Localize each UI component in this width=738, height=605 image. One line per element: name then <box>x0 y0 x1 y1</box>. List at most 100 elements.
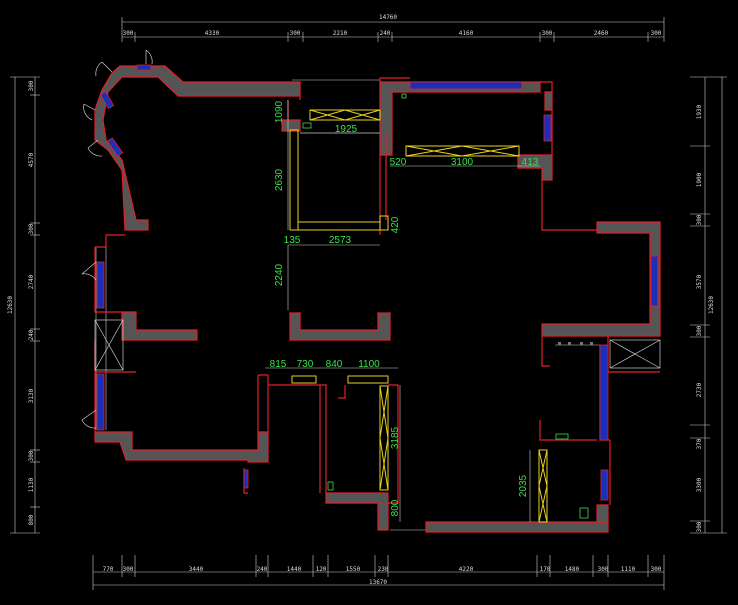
left-dim-1: 300 <box>28 80 35 91</box>
cabinet-bottom-center <box>297 221 381 231</box>
cabinet-lower-right <box>538 449 548 523</box>
wall-upper-left <box>94 65 301 231</box>
left-dim-9: 800 <box>28 514 35 525</box>
bottom-dim-3: 3440 <box>189 566 204 573</box>
dim-3100: 3100 <box>451 157 474 168</box>
wall-right-column <box>541 221 661 337</box>
cabinet-lower-mid <box>347 375 389 384</box>
shafts <box>94 319 661 371</box>
door-swing-left-mid <box>81 261 97 281</box>
top-dim-1: 300 <box>123 30 134 37</box>
bottom-dim-13: 1110 <box>621 566 636 573</box>
left-dim-6: 3130 <box>28 388 35 403</box>
right-dim-2: 1900 <box>696 172 703 187</box>
door-swing-top-small <box>145 49 153 65</box>
wall-dash-marks <box>558 342 593 345</box>
right-dim-8: 3300 <box>696 477 703 492</box>
dim-520: 520 <box>390 157 407 168</box>
right-dim-1: 1930 <box>696 104 703 119</box>
door-swing-bay-top <box>95 61 113 77</box>
right-dim-4: 3570 <box>696 274 703 289</box>
cabinets <box>289 109 548 523</box>
cabinet-lower-left <box>291 375 317 384</box>
dim-2240: 2240 <box>274 263 285 286</box>
fixture-top-center <box>302 122 312 129</box>
bottom-dim-4: 240 <box>257 566 268 573</box>
top-dim-6: 4160 <box>459 30 474 37</box>
bottom-dim-8: 230 <box>378 566 389 573</box>
wall-center-stub <box>281 119 301 132</box>
helper-lines <box>95 79 600 531</box>
left-dim-7: 300 <box>28 450 35 461</box>
door-swing-bay-low <box>87 139 103 157</box>
shaft-left <box>94 319 124 371</box>
top-dim-8: 2460 <box>594 30 609 37</box>
bottom-dim-7: 1550 <box>346 566 361 573</box>
dim-2573: 2573 <box>329 235 352 246</box>
bottom-dim-9: 4220 <box>459 566 474 573</box>
top-dim-2: 4330 <box>205 30 220 37</box>
dim-1100: 1100 <box>358 359 380 370</box>
top-dim-7: 300 <box>542 30 553 37</box>
window-left-mid <box>96 261 105 309</box>
wall-right-small-upper <box>544 91 553 111</box>
window-left-lower <box>96 373 105 431</box>
wall-lower-right <box>425 521 609 533</box>
top-dim-3: 300 <box>290 30 301 37</box>
window-top-right <box>409 81 523 90</box>
shaft-right <box>609 339 661 369</box>
room-dimensions: 1090 1925 2630 135 2573 420 2240 520 310… <box>265 100 540 522</box>
wall-left-mid <box>121 311 198 341</box>
dim-135: 135 <box>284 235 301 246</box>
dim-3185: 3185 <box>390 426 401 449</box>
top-dim-9: 300 <box>651 30 662 37</box>
left-dim-2: 4570 <box>28 152 35 167</box>
window-right-mid <box>650 255 659 307</box>
door-swings <box>81 49 153 429</box>
fixture-lower-center <box>327 481 334 491</box>
cabinet-bottom-small <box>379 215 389 231</box>
cabinet-top-center <box>309 109 381 121</box>
cabinet-lower-vertical <box>379 385 389 491</box>
left-dimension-chain: 12630 300 4570 300 2740 240 3130 300 113… <box>7 76 40 534</box>
top-dim-4: 2210 <box>333 30 348 37</box>
top-total-dim: 14760 <box>379 14 397 21</box>
dim-420: 420 <box>390 216 401 233</box>
cabinet-right-long <box>405 145 520 157</box>
red-outline <box>94 77 660 505</box>
bottom-dim-11: 1480 <box>565 566 580 573</box>
right-dim-3: 300 <box>696 214 703 225</box>
left-total-dim: 12630 <box>7 296 14 314</box>
dim-2630: 2630 <box>274 168 285 191</box>
wall-center-box <box>289 312 391 341</box>
dim-840: 840 <box>326 359 343 370</box>
door-swing-bay-mid <box>83 103 96 121</box>
window-lower-center <box>243 469 249 489</box>
window-bay-lower <box>106 137 124 157</box>
right-dim-6: 2730 <box>696 382 703 397</box>
top-dimension-chain: 14760 300 4330 300 2210 240 4160 300 246… <box>121 14 665 42</box>
right-dim-9: 300 <box>696 521 703 532</box>
window-bay-top <box>99 91 115 109</box>
left-dim-3: 300 <box>28 223 35 234</box>
right-dim-7: 370 <box>696 438 703 449</box>
fixtures <box>302 93 589 519</box>
window-right-bottom <box>600 469 609 501</box>
fixture-lower-right-2 <box>579 507 589 519</box>
walls <box>94 65 661 533</box>
bottom-dim-12: 300 <box>598 566 609 573</box>
bottom-dim-6: 120 <box>316 566 327 573</box>
left-dim-8: 1130 <box>28 477 35 492</box>
dim-1090: 1090 <box>274 100 285 123</box>
bottom-dimension-chain: 770 300 3440 240 1440 120 1550 230 4220 … <box>92 555 665 590</box>
bottom-dim-5: 1440 <box>287 566 302 573</box>
wall-upper-right <box>379 81 541 156</box>
bottom-dim-1: 770 <box>103 566 114 573</box>
window-top-left <box>136 64 152 71</box>
dim-730: 730 <box>297 359 314 370</box>
right-total-dim: 12630 <box>708 296 715 314</box>
dim-2035: 2035 <box>518 474 529 497</box>
wall-lower-left <box>94 431 269 463</box>
left-dim-5: 240 <box>28 329 35 340</box>
fixture-lower-right <box>555 433 569 440</box>
